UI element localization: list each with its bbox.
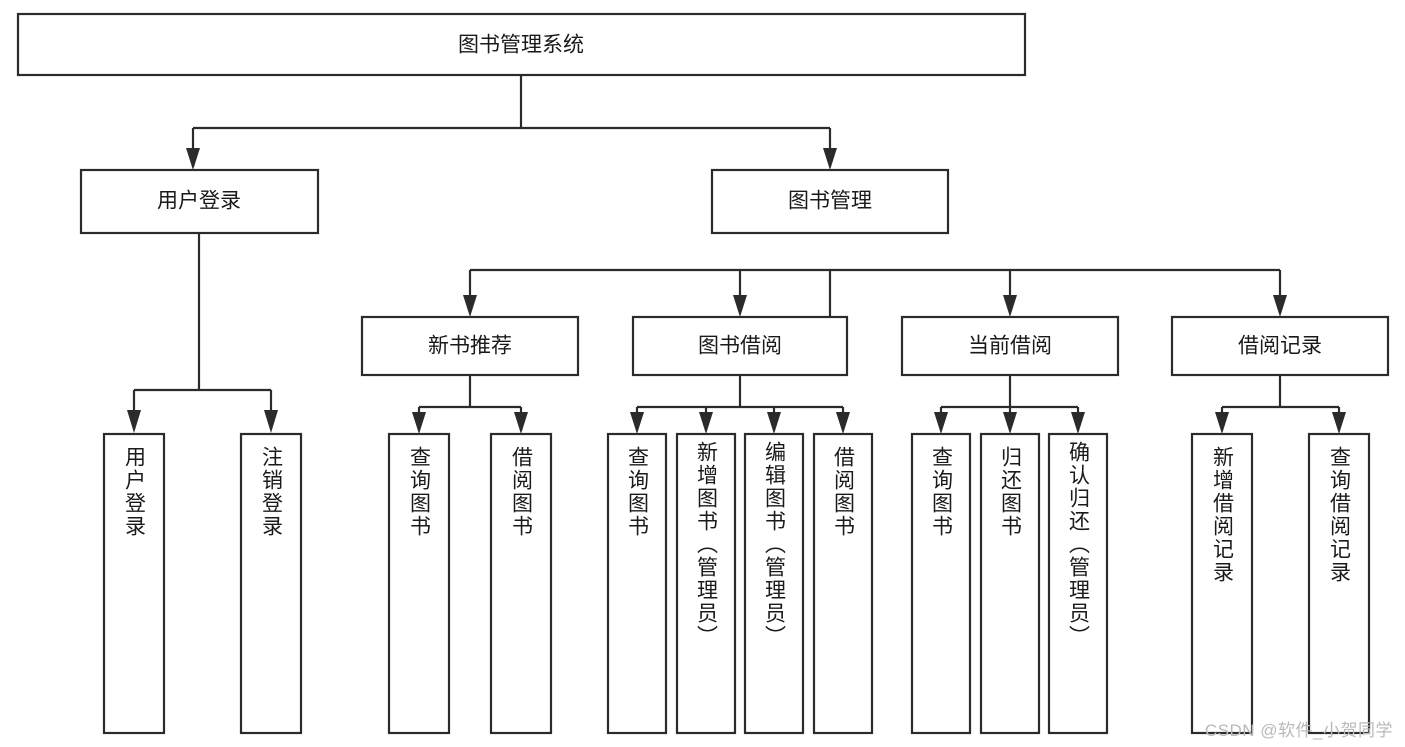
node-box-leaf-book-borrow-2[interactable] bbox=[675, 432, 737, 735]
arrow-head-currentborrow-leaf3 bbox=[1071, 412, 1085, 434]
node-box-root[interactable] bbox=[16, 12, 1027, 77]
node-box-leaf-borrow-record-1[interactable] bbox=[1190, 432, 1254, 735]
arrow-head-bookborrow-leaf4 bbox=[836, 412, 850, 434]
node-label-borrow-record: 借阅记录 bbox=[1238, 335, 1322, 358]
node-box-leaf-user-login-1[interactable] bbox=[102, 432, 166, 735]
node-box-leaf-new-book-1[interactable] bbox=[387, 432, 451, 735]
arrow-head-new-book bbox=[463, 295, 477, 317]
node-label-book-management: 图书管理 bbox=[788, 190, 872, 213]
node-box-leaf-book-borrow-3[interactable] bbox=[743, 432, 805, 735]
node-box-leaf-new-book-2[interactable] bbox=[489, 432, 553, 735]
arrow-head-bookborrow-leaf1 bbox=[630, 412, 644, 434]
node-box-new-book-recommend[interactable] bbox=[360, 315, 580, 377]
node-label-root: 图书管理系统 bbox=[458, 34, 584, 57]
connector-group-new-book bbox=[412, 375, 528, 434]
connector-group-current-borrow bbox=[934, 375, 1085, 434]
node-box-user-login[interactable] bbox=[79, 168, 320, 235]
arrow-head-borrow-record bbox=[1273, 295, 1287, 317]
node-box-leaf-book-borrow-4[interactable] bbox=[812, 432, 874, 735]
connector-group-book-borrow bbox=[630, 375, 850, 434]
arrow-head-borrowrecord-leaf2 bbox=[1332, 412, 1346, 434]
node-box-book-management[interactable] bbox=[710, 168, 950, 235]
node-box-current-borrow[interactable] bbox=[900, 315, 1120, 377]
node-box-borrow-record[interactable] bbox=[1170, 315, 1390, 377]
node-box-leaf-current-borrow-1[interactable] bbox=[910, 432, 972, 735]
watermark-text: CSDN @软件_小贺同学 bbox=[1204, 721, 1393, 740]
arrow-head-book-borrow bbox=[733, 295, 747, 317]
arrow-head-current-borrow bbox=[1003, 295, 1017, 317]
node-label-new-book-recommend: 新书推荐 bbox=[428, 335, 512, 358]
arrow-head-book-mgmt bbox=[823, 148, 837, 170]
arrow-head-newbook-leaf2 bbox=[514, 412, 528, 434]
arrow-head-newbook-leaf1 bbox=[412, 412, 426, 434]
node-label-book-borrow: 图书借阅 bbox=[698, 335, 782, 358]
arrow-head-currentborrow-leaf1 bbox=[934, 412, 948, 434]
arrow-head-borrowrecord-leaf1 bbox=[1215, 412, 1229, 434]
connector-group-user-login bbox=[127, 233, 278, 433]
arrow-head-userlogin-leaf1 bbox=[127, 410, 141, 433]
connector-group-book-management bbox=[463, 268, 1287, 375]
arrow-head-currentborrow-leaf2 bbox=[1003, 412, 1017, 434]
node-box-leaf-user-login-2[interactable] bbox=[239, 432, 303, 735]
node-label-user-login: 用户登录 bbox=[157, 190, 241, 213]
node-box-book-borrow[interactable] bbox=[631, 315, 849, 377]
arrow-head-user-login bbox=[186, 148, 200, 170]
node-label-current-borrow: 当前借阅 bbox=[968, 335, 1052, 358]
node-box-leaf-current-borrow-2[interactable] bbox=[979, 432, 1041, 735]
arrow-head-bookborrow-leaf3 bbox=[767, 412, 781, 434]
arrow-head-userlogin-leaf2 bbox=[264, 410, 278, 433]
node-box-leaf-book-borrow-1[interactable] bbox=[606, 432, 668, 735]
node-box-leaf-borrow-record-2[interactable] bbox=[1307, 432, 1371, 735]
arrow-head-bookborrow-leaf2 bbox=[699, 412, 713, 434]
node-box-leaf-current-borrow-3[interactable] bbox=[1047, 432, 1109, 735]
connector-group-borrow-record bbox=[1215, 375, 1346, 434]
connector-group-root bbox=[186, 75, 837, 170]
